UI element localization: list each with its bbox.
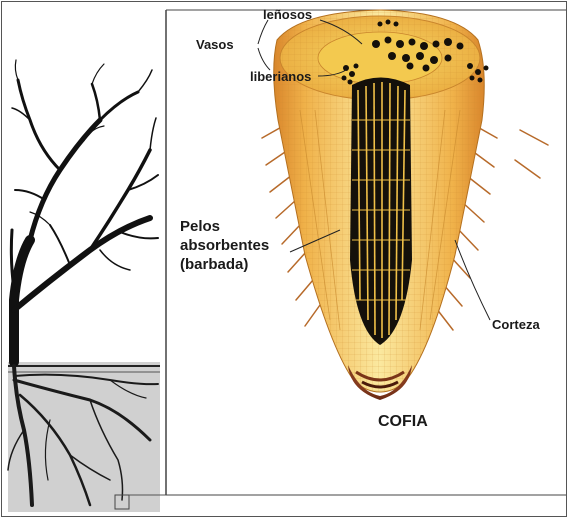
label-pelos-absorbentes: Pelos absorbentes (barbada) — [180, 218, 269, 274]
label-pelos-line3: (barbada) — [180, 256, 269, 275]
tree-silhouette — [11, 60, 158, 362]
label-vasos: Vasos — [196, 38, 234, 51]
label-pelos-line2: absorbentes — [180, 237, 269, 256]
label-liberianos: liberianos — [250, 70, 311, 83]
label-cofia: COFIA — [378, 414, 428, 430]
label-corteza: Corteza — [492, 318, 540, 331]
label-pelos-line1: Pelos — [180, 218, 269, 237]
label-lenosos: leñosos — [263, 8, 312, 21]
